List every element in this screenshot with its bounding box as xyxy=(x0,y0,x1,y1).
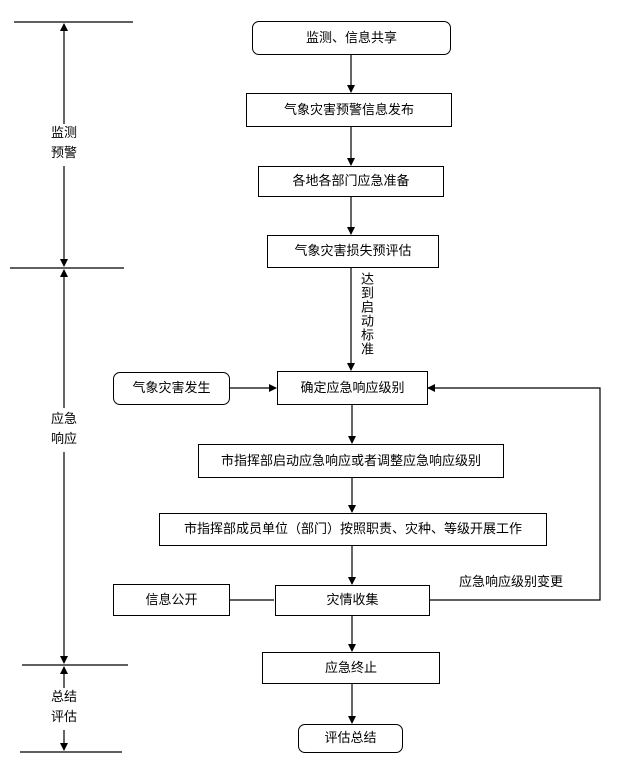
node-evaluate-summary: 评估总结 xyxy=(298,724,403,753)
phase-label-summary: 总结 评估 xyxy=(44,688,84,728)
node-city-start: 市指挥部启动应急响应或者调整应急响应级别 xyxy=(198,444,504,478)
node-info-open: 信息公开 xyxy=(113,584,230,616)
node-collect: 灾情收集 xyxy=(275,585,430,616)
node-warning-release: 气象灾害预警信息发布 xyxy=(246,93,452,127)
node-determine-level: 确定应急响应级别 xyxy=(277,371,428,405)
phase-label-response-line1: 应急 xyxy=(50,412,77,427)
phase-label-monitor-line2: 预警 xyxy=(50,146,77,161)
phase-label-response-line2: 响应 xyxy=(50,432,77,447)
node-loss-eval: 气象灾害损失预评估 xyxy=(267,235,439,268)
node-terminate: 应急终止 xyxy=(262,652,440,684)
phase-label-summary-line2: 评估 xyxy=(50,710,77,725)
node-disaster-occurs: 气象灾害发生 xyxy=(113,372,230,405)
node-monitor-share: 监测、信息共享 xyxy=(252,21,451,55)
node-prepare: 各地各部门应急准备 xyxy=(258,166,444,197)
phase-label-monitor: 监测 预警 xyxy=(44,124,84,164)
arrow-level-change-loop xyxy=(427,384,601,601)
label-reach-standard: 达到启动标准 xyxy=(358,272,373,356)
node-members-work: 市指挥部成员单位（部门）按照职责、灾种、等级开展工作 xyxy=(159,513,547,546)
label-level-change: 应急响应级别变更 xyxy=(459,575,564,590)
phase-label-summary-line1: 总结 xyxy=(50,690,77,705)
phase-label-response: 应急 响应 xyxy=(44,410,84,450)
phase-label-monitor-line1: 监测 xyxy=(50,126,77,141)
